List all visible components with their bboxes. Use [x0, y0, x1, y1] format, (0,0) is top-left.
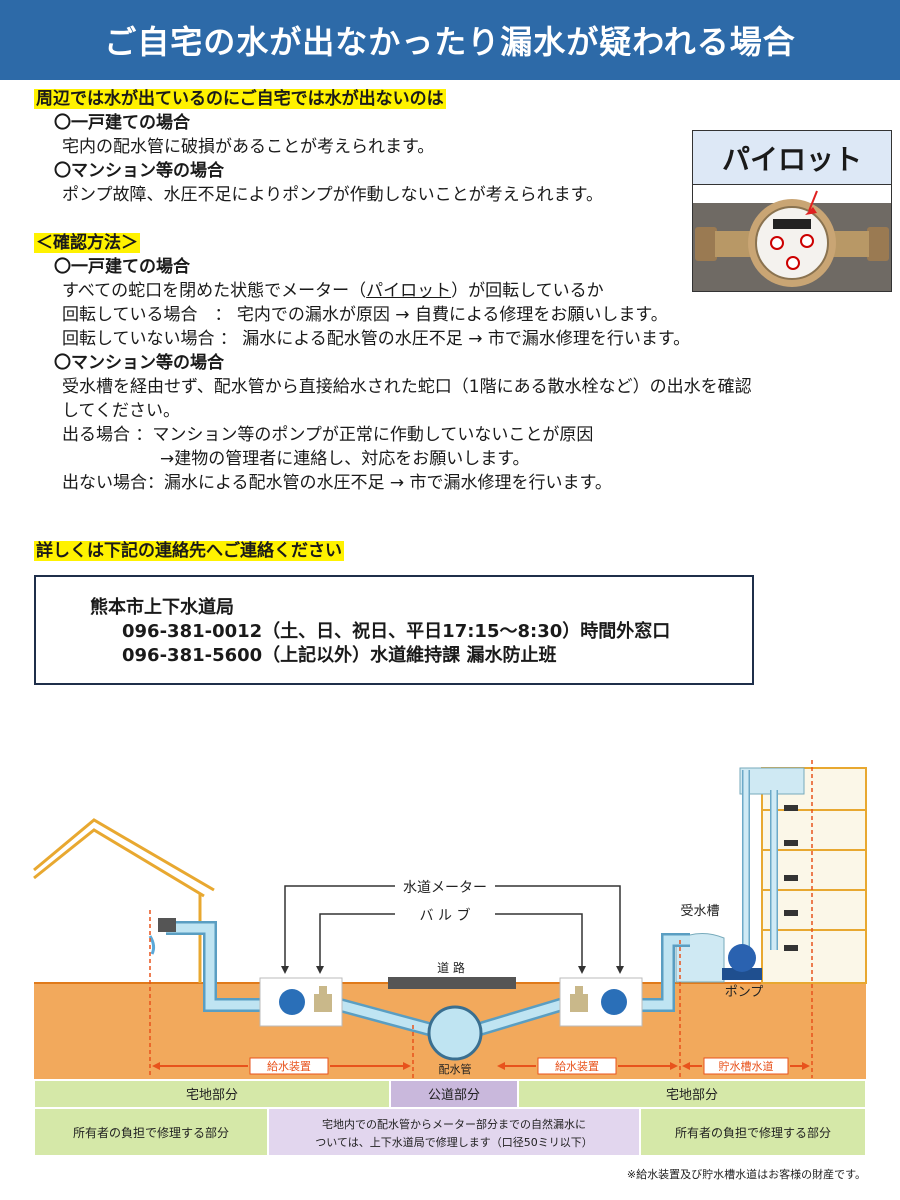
- pump-icon: [722, 944, 762, 980]
- faucet-icons: [784, 805, 798, 951]
- owner-left-label: 所有者の負担で修理する部分: [73, 1125, 229, 1140]
- road-label: 道 路: [437, 960, 465, 975]
- intro-house-text: 宅内の配水管に破損があることが考えられます。: [62, 137, 435, 157]
- contact-phone-after-hours: 096-381-0012（土、日、祝日、平日17:15～8:30）時間外窓口: [122, 621, 671, 642]
- footnote: ※給水装置及び貯水槽水道はお客様の財産です。: [627, 1167, 866, 1181]
- check-house-rotating: 回転している場合 ： 宅内での漏水が原因 → 自費による修理をお願いします。: [62, 305, 668, 325]
- check-house-line1: すべての蛇口を閉めた状態でメーター（パイロット）が回転しているか: [62, 281, 604, 301]
- contact-phone-daytime: 096-381-5600（上記以外）水道維持課 漏水防止班: [122, 645, 557, 666]
- tank-pipe-label: 貯水槽水道: [719, 1059, 774, 1073]
- check-house-not-rotating: 回転していない場合 ： 漏水による配水管の水圧不足 → 市で漏水修理を行います。: [62, 329, 691, 349]
- pump-label: ポンプ: [725, 985, 764, 1000]
- water-meter-right-icon: [601, 989, 627, 1015]
- middle-line2: ついては、上下水道局で修理します（口径50ミリ以下）: [315, 1135, 592, 1149]
- meter-label: 水道メーター: [403, 880, 487, 896]
- main-pipe-icon: [427, 1005, 483, 1061]
- public-label: 公道部分: [428, 1088, 480, 1103]
- water-supply-diagram: 水道メーター バ ル ブ 道 路 受水槽 ポンプ 配水管 給水装置 給水装置 貯…: [33, 760, 867, 1181]
- owner-right-label: 所有者の負担で修理する部分: [675, 1125, 831, 1140]
- supply-left-label: 給水装置: [267, 1059, 311, 1073]
- check-mansion-line2: してください。: [62, 401, 180, 421]
- check-mansion-line1: 受水槽を経由せず、配水管から直接給水された蛇口（1階にある散水栓など）の出水を確…: [62, 377, 752, 397]
- check-mansion-flows2: →建物の管理者に連絡し、対応をお願いします。: [160, 449, 530, 469]
- check-mansion-flows: 出る場合 ：マンション等のポンプが正常に作動していないことが原因: [62, 425, 594, 445]
- intro-heading: 周辺では水が出ているのにご自宅では水が出ないのは: [34, 89, 446, 109]
- contact-org: 熊本市上下水道局: [90, 597, 234, 618]
- water-meter-icon: [693, 190, 891, 291]
- private-left-label: 宅地部分: [186, 1088, 238, 1103]
- check-mansion-no-flow: 出ない場合：漏水による配水管の水圧不足 → 市で漏水修理を行います。: [62, 473, 612, 493]
- valve-icons: [314, 986, 588, 1012]
- pilot-reference: パイロット: [366, 281, 452, 301]
- check-mansion-title: 〇マンション等の場合: [54, 353, 224, 373]
- water-meter-left-icon: [279, 989, 305, 1015]
- contact-heading: 詳しくは下記の連絡先へご連絡ください: [34, 541, 344, 561]
- house-icon: [33, 818, 215, 983]
- valve-label: バ ル ブ: [420, 907, 471, 924]
- pilot-meter-figure: パイロット: [692, 130, 892, 292]
- main-pipe-label: 配水管: [439, 1062, 472, 1076]
- tank-label: 受水槽: [680, 904, 719, 919]
- road: [388, 977, 516, 989]
- house-faucet-icon: [148, 918, 176, 955]
- contact-box: 熊本市上下水道局 096-381-0012（土、日、祝日、平日17:15～8:3…: [34, 575, 754, 685]
- middle-line1: 宅地内での配水管からメーター部分までの自然漏水に: [322, 1117, 586, 1131]
- apartment-building-icon: [739, 767, 867, 984]
- page-title: ご自宅の水が出なかったり漏水が疑われる場合: [0, 0, 900, 80]
- check-heading: ＜確認方法＞: [34, 233, 140, 253]
- private-right-label: 宅地部分: [666, 1088, 718, 1103]
- intro-mansion-title: 〇マンション等の場合: [54, 161, 224, 181]
- check-house-title: 〇一戸建ての場合: [54, 257, 190, 277]
- intro-mansion-text: ポンプ故障、水圧不足によりポンプが作動しないことが考えられます。: [62, 185, 603, 205]
- supply-right-label: 給水装置: [555, 1059, 599, 1073]
- intro-house-title: 〇一戸建ての場合: [54, 113, 190, 133]
- pilot-title: パイロット: [693, 131, 891, 185]
